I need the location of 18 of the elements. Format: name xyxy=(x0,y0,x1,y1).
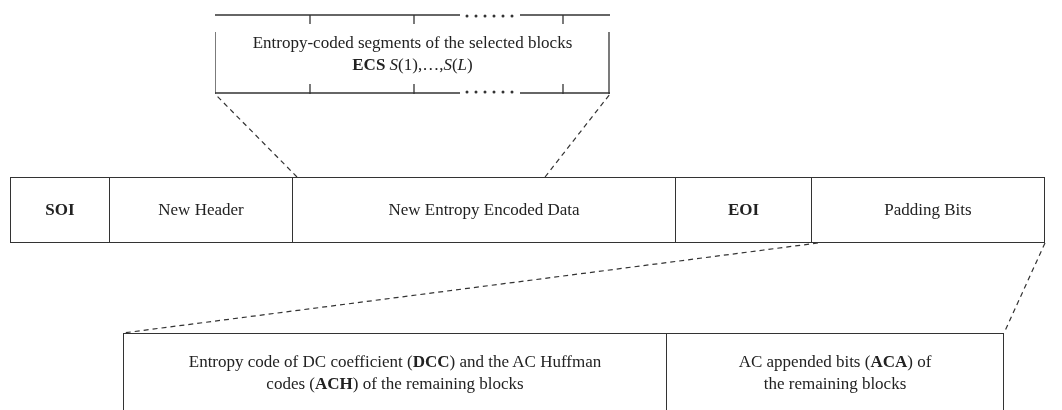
field-cell xyxy=(675,177,812,243)
segment-strip xyxy=(215,14,610,94)
field-label: Entropy code of DC coefficient (DCC) and the AC Huffman codes (ACH) of the remaining blocks xyxy=(187,350,603,395)
field-label: New Header xyxy=(157,198,245,221)
field-label: New Entropy Encoded Data xyxy=(387,198,581,221)
field-label: AC appended bits (ACA) of the remaining blocks xyxy=(737,350,933,395)
field-cell xyxy=(292,177,676,243)
zoom-line xyxy=(544,93,611,178)
field-label: Entropy-coded segments of the selected blocks xyxy=(251,31,574,54)
field-cell xyxy=(811,177,1045,243)
field-label: SOI xyxy=(44,198,76,221)
field-cell xyxy=(666,333,1004,410)
field-label: ECS S(1),…,S(L) xyxy=(351,54,474,76)
field-label: EOI xyxy=(726,198,761,221)
field-cell xyxy=(109,177,293,243)
field-cell xyxy=(123,333,667,410)
field-cell xyxy=(10,177,110,243)
field-label: Padding Bits xyxy=(883,198,973,221)
